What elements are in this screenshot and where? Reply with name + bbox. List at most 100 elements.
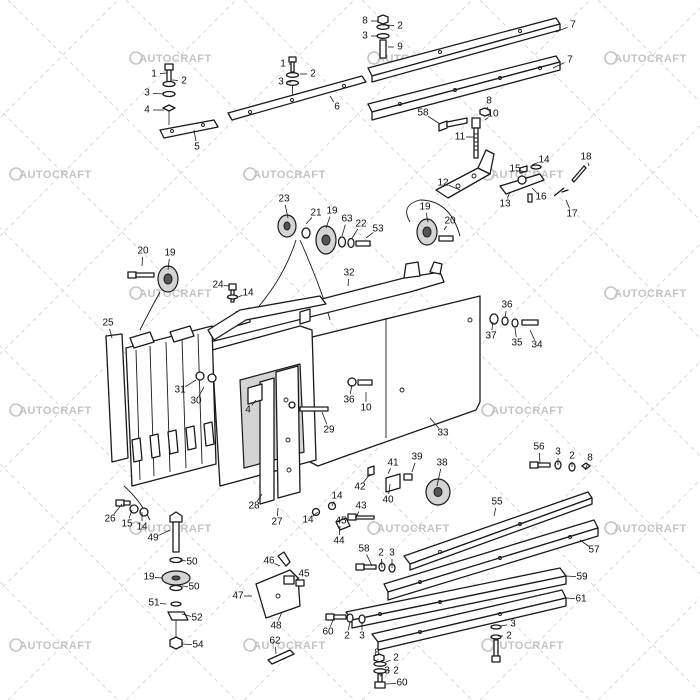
callout-leader-line bbox=[448, 184, 461, 191]
callout-leader-line bbox=[499, 624, 508, 627]
watermark-logo: AUTOCRAFT bbox=[367, 521, 449, 535]
callout-number: 56 bbox=[533, 442, 545, 453]
callout-number: 15 bbox=[121, 519, 133, 530]
callout-number: 47 bbox=[232, 591, 244, 602]
callout-leader-line bbox=[181, 643, 193, 646]
callout-number: 24 bbox=[212, 280, 224, 291]
part-callout: 51 bbox=[148, 598, 167, 609]
callout-leader-line bbox=[305, 217, 313, 225]
callout-number: 45 bbox=[335, 516, 347, 527]
callout-number: 16 bbox=[535, 192, 547, 203]
callout-number: 14 bbox=[538, 155, 550, 166]
callout-number: 61 bbox=[575, 594, 587, 605]
part-callout: 20 bbox=[137, 246, 149, 267]
rail-61 bbox=[371, 589, 567, 651]
callout-leader-line bbox=[251, 399, 257, 406]
callout-leader-line bbox=[154, 577, 163, 579]
part-callout: 12 bbox=[437, 178, 461, 191]
part-callout: 53 bbox=[365, 224, 384, 239]
part-callout: 35 bbox=[511, 327, 523, 349]
callout-number: 46 bbox=[263, 556, 275, 567]
callout-number: 51 bbox=[148, 598, 160, 609]
callout-leader-line bbox=[425, 212, 429, 223]
part-callout: 58 bbox=[417, 108, 441, 125]
part-callout: 16 bbox=[531, 187, 547, 203]
callout-number: 42 bbox=[354, 482, 366, 493]
callout-number: 25 bbox=[102, 318, 114, 329]
part-callout: 14 bbox=[302, 511, 319, 526]
part-callout: 7 bbox=[552, 55, 573, 69]
callout-leader-line bbox=[274, 563, 281, 567]
part-callout: 4 bbox=[144, 105, 164, 116]
callout-leader-line bbox=[565, 597, 576, 600]
bolt-stack-top-left bbox=[162, 63, 176, 125]
callout-number: 1 bbox=[151, 69, 157, 80]
part-callout: 44 bbox=[333, 525, 345, 547]
part-callout: 36 bbox=[501, 300, 513, 319]
watermark-logo: AUTOCRAFT bbox=[9, 167, 92, 181]
callout-number: 40 bbox=[382, 495, 394, 506]
callout-leader-line bbox=[491, 321, 494, 331]
part-callout: 2 bbox=[569, 451, 575, 467]
callout-number: 13 bbox=[499, 199, 511, 210]
callout-number: 2 bbox=[393, 653, 399, 664]
watermark-ring-icon bbox=[367, 521, 381, 535]
callout-number: 14 bbox=[136, 522, 148, 533]
part-callout: 19 bbox=[325, 206, 338, 229]
part-callout: 23 bbox=[278, 194, 290, 219]
callout-number: 8 bbox=[486, 96, 492, 107]
part-callout: 2 bbox=[385, 21, 403, 32]
callout-leader-line bbox=[520, 170, 526, 173]
watermark-text: AUTOCRAFT bbox=[19, 169, 92, 181]
callout-number: 60 bbox=[322, 627, 334, 638]
bolt-stack-top-right bbox=[376, 14, 390, 59]
callout-number: 19 bbox=[326, 206, 338, 217]
callout-leader-line bbox=[128, 509, 133, 519]
callout-number: 59 bbox=[576, 572, 588, 583]
part-callout: 3 bbox=[359, 622, 365, 642]
part-callout: 3 bbox=[144, 88, 165, 99]
part-callout: 3 bbox=[555, 447, 561, 465]
watermark-ring-icon bbox=[9, 638, 23, 652]
part-callout: 49 bbox=[147, 529, 171, 544]
callout-number: 33 bbox=[437, 428, 449, 439]
part-callout: 3 bbox=[362, 31, 378, 42]
watermark-line bbox=[0, 227, 473, 700]
callout-leader-line bbox=[565, 575, 577, 578]
watermark-ring-icon bbox=[481, 403, 495, 417]
callout-number: 7 bbox=[570, 20, 576, 31]
callout-leader-line bbox=[167, 258, 170, 271]
part-callout: 60 bbox=[385, 678, 408, 689]
callout-leader-line bbox=[325, 216, 331, 229]
callout-leader-line bbox=[429, 417, 440, 429]
part-callout: 2 bbox=[378, 548, 384, 569]
part-callout: 27 bbox=[271, 507, 283, 528]
watermark-text: AUTOCRAFT bbox=[491, 640, 564, 652]
part-callout: 15 bbox=[121, 509, 133, 530]
callout-leader-line bbox=[385, 659, 391, 663]
callout-leader-line bbox=[531, 161, 539, 166]
part-callout: 11 bbox=[455, 132, 474, 143]
part-callout: 25 bbox=[102, 318, 114, 339]
callout-leader-line bbox=[338, 525, 341, 536]
watermark-line bbox=[0, 581, 119, 700]
part-callout: 37 bbox=[485, 321, 497, 342]
callout-number: 39 bbox=[411, 452, 423, 463]
callout-number: 3 bbox=[278, 77, 284, 88]
callout-leader-line bbox=[179, 559, 187, 562]
callout-leader-line bbox=[171, 79, 179, 81]
callout-leader-line bbox=[531, 187, 538, 194]
part-callout: 19 bbox=[164, 248, 176, 271]
callout-leader-line bbox=[181, 585, 189, 587]
callout-number: 20 bbox=[444, 216, 456, 227]
part-callout: 14 bbox=[531, 155, 550, 166]
callout-number: 5 bbox=[194, 142, 200, 153]
watermark-line bbox=[0, 0, 119, 119]
callout-leader-line bbox=[587, 162, 590, 167]
callout-number: 37 bbox=[485, 331, 497, 342]
part-callout: 62 bbox=[269, 636, 281, 655]
callout-number: 3 bbox=[384, 666, 390, 677]
part-callout: 18 bbox=[580, 152, 592, 167]
part-callout: 3 bbox=[379, 666, 390, 677]
